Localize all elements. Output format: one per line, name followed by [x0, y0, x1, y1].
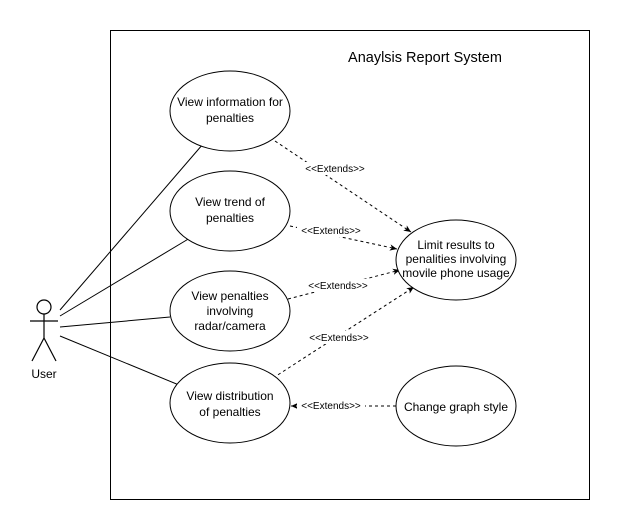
association-view-info — [59, 143, 204, 311]
use-case-label: involving — [207, 304, 254, 318]
actor-user[interactable]: User — [30, 299, 58, 381]
use-case-label: View penalties — [191, 289, 268, 303]
extends-label-view-info: <<Extends>> — [305, 164, 365, 175]
use-case-label: View information for — [177, 95, 283, 109]
extends-label-view-distribution: <<Extends>> — [309, 333, 369, 344]
actor-left-leg — [31, 337, 45, 362]
use-case-view-distribution[interactable]: View distribution of penalties — [169, 362, 291, 444]
use-case-ellipse — [169, 270, 291, 352]
use-case-change-graph-style[interactable]: Change graph style — [395, 365, 517, 447]
use-case-label: radar/camera — [194, 319, 266, 333]
use-case-ellipse — [169, 362, 291, 444]
use-case-label: penalties — [206, 211, 254, 225]
use-case-label: Change graph style — [404, 400, 508, 414]
association-view-trend — [59, 237, 191, 317]
use-case-ellipse — [395, 365, 517, 447]
association-view-radar — [59, 316, 171, 328]
use-case-limit-results[interactable]: Limit results to penalities involving mo… — [395, 219, 517, 301]
use-case-label: View distribution — [186, 389, 273, 403]
use-case-view-trend[interactable]: View trend of penalties — [169, 170, 291, 252]
extends-label-view-trend: <<Extends>> — [301, 226, 361, 237]
extends-arrow-view-radar — [287, 268, 401, 300]
use-case-ellipse — [169, 170, 291, 252]
actor-label: User — [31, 367, 56, 381]
extends-arrow-view-info — [274, 140, 412, 233]
extends-arrow-view-distribution — [272, 286, 415, 379]
extends-label-change-style: <<Extends>> — [301, 401, 361, 412]
use-case-label: Limit results to — [417, 238, 495, 252]
use-case-label: movile phone usage — [402, 266, 510, 280]
extends-label-view-radar: <<Extends>> — [308, 281, 368, 292]
use-case-ellipse — [395, 219, 517, 301]
system-boundary — [110, 30, 590, 500]
system-title: Anaylsis Report System — [348, 50, 502, 66]
use-case-label: of penalties — [199, 405, 260, 419]
use-case-label: View trend of — [195, 195, 265, 209]
actor-right-leg — [43, 337, 57, 362]
use-case-view-information[interactable]: View information for penalties — [169, 70, 291, 152]
use-case-view-radar-camera[interactable]: View penalties involving radar/camera — [169, 270, 291, 352]
association-view-distribution — [59, 335, 180, 386]
use-case-ellipse — [169, 70, 291, 152]
use-case-label: penalities involving — [406, 252, 507, 266]
use-case-label: penalties — [206, 111, 254, 125]
actor-head — [36, 299, 52, 315]
